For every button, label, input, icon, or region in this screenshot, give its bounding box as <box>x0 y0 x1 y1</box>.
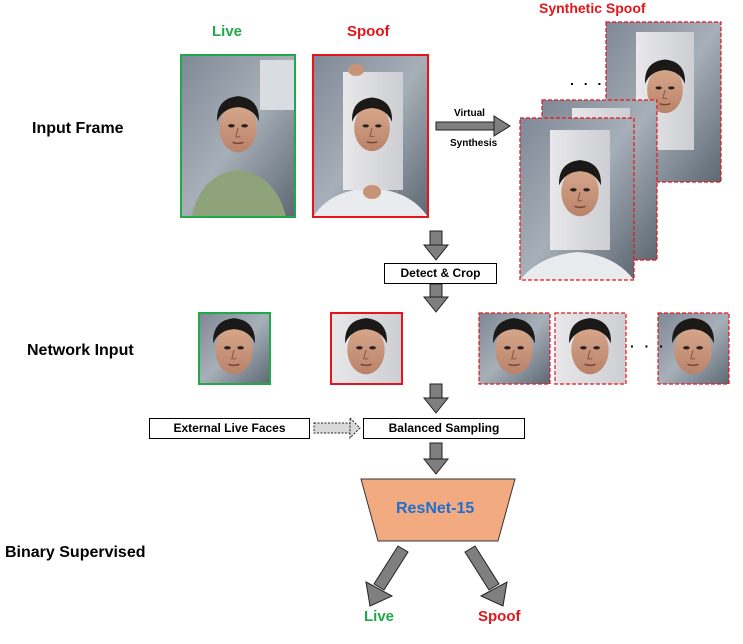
down-arrow-3 <box>422 383 450 414</box>
resnet-label: ResNet-15 <box>396 500 475 517</box>
output-arrow-spoof <box>464 545 508 607</box>
network-input-ellipsis: · · · <box>630 338 667 354</box>
down-arrow-4 <box>422 442 450 475</box>
output-live-label: Live <box>364 608 395 625</box>
synthetic-stack-ellipsis: . . . <box>570 72 605 88</box>
virtual-label: Virtual <box>454 108 485 119</box>
binary-supervised-label: Binary Supervised <box>5 544 146 561</box>
spoof-header: Spoof <box>347 23 390 40</box>
output-spoof-label: Spoof <box>478 608 521 625</box>
network-input-synthetic-crop-3 <box>657 312 730 385</box>
output-arrow-live <box>365 545 409 607</box>
network-input-live-crop <box>198 312 271 385</box>
synthetic-spoof-stack <box>519 21 722 281</box>
synthetic-spoof-header: Synthetic Spoof <box>539 0 646 16</box>
synthesis-label: Synthesis <box>450 138 498 149</box>
virtual-synthesis-arrow <box>435 115 511 137</box>
detect-crop-box: Detect & Crop <box>384 263 497 284</box>
external-faces-arrow <box>313 416 361 440</box>
synthetic-spoof-frame-front <box>519 117 635 281</box>
network-input-label: Network Input <box>27 342 134 359</box>
resnet-block <box>360 478 516 542</box>
input-frame-label: Input Frame <box>32 120 124 137</box>
down-arrow-2 <box>422 283 450 313</box>
external-live-faces-box: External Live Faces <box>149 418 310 439</box>
network-input-spoof-crop <box>330 312 403 385</box>
down-arrow-1 <box>422 230 450 261</box>
network-input-synthetic-crop-2 <box>554 312 627 385</box>
network-input-synthetic-crop-1 <box>478 312 551 385</box>
balanced-sampling-box: Balanced Sampling <box>363 418 525 439</box>
spoof-input-photo <box>312 54 429 218</box>
live-header: Live <box>212 23 243 40</box>
live-input-photo <box>180 54 296 218</box>
